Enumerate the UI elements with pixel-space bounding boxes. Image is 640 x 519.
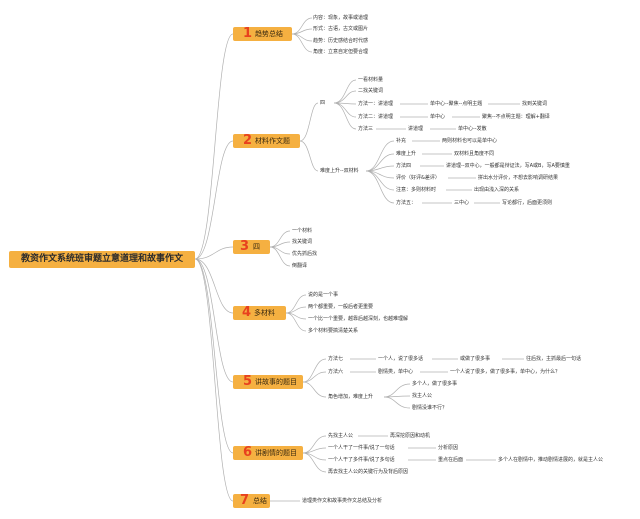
- b2-leaf: 写论都行，后面更须则: [502, 200, 553, 206]
- branch-4-title: 多材料: [254, 309, 275, 317]
- b6-leaf: 再深挖原因和动机: [390, 433, 431, 439]
- b4-leaf: 说的是一个事: [308, 292, 339, 298]
- b2-leaf: 方法四: [396, 163, 412, 169]
- branch-7-title: 总结: [253, 497, 267, 505]
- b3-leaf: 一个材料: [292, 228, 313, 234]
- b1-leaf: 角度：立意自定但要合理: [313, 49, 369, 55]
- branch-7-node: [233, 494, 270, 508]
- b5-leaf: 或做了很多事: [460, 356, 491, 362]
- b4-leaf: 一个比一个重要，越靠后越深刻，也越难理解: [308, 316, 409, 322]
- branch-3-node: [233, 240, 270, 254]
- b7-leaf: 道理类作文和故事类作文总结及分析: [302, 498, 383, 504]
- b2-sub-label: 四: [320, 100, 326, 106]
- b6-leaf: 再去找主人公的关键行为及背后原因: [328, 469, 409, 475]
- root-title: 教资作文系统班审题立意道理和故事作文: [20, 254, 183, 264]
- b6-leaf: 分析原因: [438, 445, 459, 451]
- b2-leaf: 三中心: [454, 200, 470, 206]
- branch-3-number: 3: [240, 239, 250, 254]
- b2-leaf: 单中心--聚焦--点明主题: [430, 101, 483, 107]
- b3-leaf: 倒翻译: [292, 263, 308, 269]
- b2-leaf: 难度上升: [396, 151, 417, 157]
- b5-leaf: 方法六: [328, 369, 344, 375]
- b2-leaf: 单中心--发散: [458, 126, 487, 132]
- branch-5-title: 讲故事的题目: [255, 378, 297, 386]
- b2-leaf: 拼出水分评价，不想去影响调研结果: [478, 175, 559, 181]
- b2-leaf: 单中心: [430, 114, 446, 120]
- b5-leaf: 一个人，说了很多话: [378, 356, 424, 362]
- branch-6-title: 讲剧情的题目: [255, 449, 297, 457]
- b3-leaf: 找关键词: [292, 239, 313, 245]
- b1-leaf: 形式：古语，古文或图片: [313, 26, 369, 32]
- b6-leaf: 一个人干了一件事/说了一句话: [328, 445, 395, 451]
- b5-leaf: 剧情类，单中心: [378, 369, 414, 375]
- b2-leaf: 双材料且角度不同: [454, 151, 495, 157]
- branch-2-number: 2: [243, 133, 253, 148]
- b2-leaf: 补充: [396, 138, 407, 144]
- b2-leaf: 方法二：讲道理: [358, 114, 394, 120]
- branch-6-number: 6: [243, 445, 253, 460]
- b2-leaf: 两则材料也可以是单中心: [442, 138, 498, 144]
- b2-leaf: 注意：多则材料时: [396, 187, 437, 193]
- b6-leaf: 多个人在剧情中，推动剧情进展的，就是主人公: [498, 457, 604, 463]
- b5-leaf: 往后找，主抓最后一句话: [526, 356, 582, 362]
- b5-leaf: 剧情没谁不行？: [412, 405, 448, 411]
- b2-leaf: 评价（好评&差评）: [396, 175, 440, 181]
- b5-leaf: 找主人公: [412, 393, 433, 399]
- b2-leaf: 讲道理--双中心，一般都是辩证法，写A或B，写A要慎重: [446, 163, 570, 169]
- b2-leaf: 方法三: [358, 126, 374, 132]
- b6-leaf: 一个人干了多件事/说了多句话: [328, 457, 395, 463]
- b5-leaf: 方法七: [328, 356, 344, 362]
- b4-leaf: 两个都重要，一般后者更重要: [308, 304, 374, 310]
- b5-leaf: 一个人说了很多，做了很多事，单中心，为什么？: [450, 369, 561, 375]
- branch-6-node: [233, 446, 303, 460]
- b3-leaf: 优先抓后找: [292, 251, 318, 257]
- b6-leaf: 先找主人公: [328, 433, 354, 439]
- b2-leaf: 一看材料量: [358, 77, 384, 83]
- b2-leaf: 方法一：讲道理: [358, 101, 394, 107]
- branch-5-number: 5: [243, 374, 253, 389]
- branch-7-number: 7: [240, 493, 250, 508]
- b6-leaf: 重点在后面: [438, 457, 464, 463]
- branch-4-node: [233, 306, 286, 320]
- b2-leaf: 出现由浅入深的关系: [474, 187, 520, 193]
- root-node: 教资作文系统班审题立意道理和故事作文: [9, 251, 195, 268]
- branch-3-title: 四: [253, 243, 260, 251]
- branch-5-node: [233, 375, 303, 389]
- branch-2-node: [233, 134, 300, 148]
- b2-sub-label: 难度上升--双材料: [320, 168, 359, 174]
- b5-leaf: 多个人，做了很多事: [412, 381, 458, 387]
- b2-leaf: 二找关键词: [358, 88, 384, 94]
- b2-leaf: 找到关键词: [522, 101, 548, 107]
- branch-1-number: 1: [243, 26, 253, 41]
- b2-leaf: 方法五：: [396, 200, 417, 206]
- branch-4-number: 4: [242, 305, 252, 320]
- branch-1-node: [233, 27, 292, 41]
- b4-leaf: 多个材料要搞清楚关系: [308, 328, 359, 334]
- b1-leaf: 趋势：历史感结合时代感: [313, 38, 369, 44]
- b1-leaf: 内容：现象，故事或道理: [313, 15, 369, 21]
- b2-leaf: 讲道理: [408, 126, 424, 132]
- b2-leaf: 聚焦--不点明主题：理解+翻译: [482, 114, 550, 120]
- b5-leaf: 角色增加，难度上升: [328, 394, 374, 400]
- branch-1-title: 趋势总结: [255, 30, 283, 38]
- branch-2-title: 材料作文题: [255, 137, 290, 145]
